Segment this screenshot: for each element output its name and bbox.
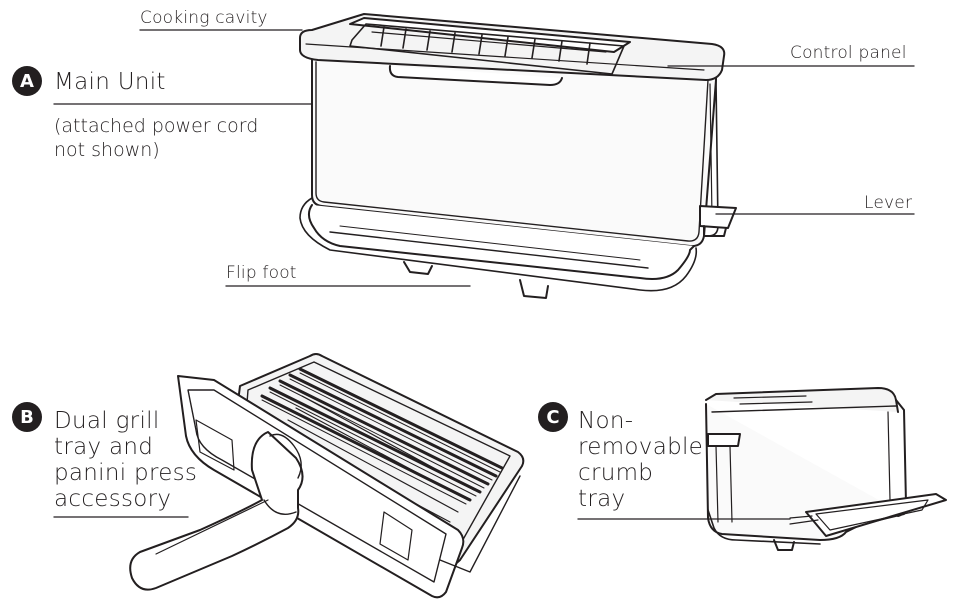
crumb-tray-label-line: removable (578, 434, 704, 460)
label-control-panel: Control panel (790, 43, 907, 63)
crumb-tray-label-line: crumb (578, 460, 654, 486)
main-unit-note-line2: not shown) (54, 139, 160, 161)
main-unit-drawing (299, 13, 737, 299)
crumb-tray-label-line: tray (578, 486, 626, 512)
crumb-tray-label: Non- removable crumb tray (578, 408, 703, 512)
badge-a: A (12, 66, 42, 96)
label-flip-foot: Flip foot (226, 263, 297, 283)
grill-tray-label-line: Dual grill (54, 408, 160, 434)
grill-tray-label: Dual grill tray and panini press accesso… (54, 408, 197, 512)
main-unit-note-line1: (attached power cord (54, 115, 259, 137)
crumb-tray-label-line: Non- (578, 408, 634, 434)
label-lever: Lever (864, 193, 913, 213)
label-cooking-cavity: Cooking cavity (140, 8, 268, 28)
grill-tray-drawing (129, 353, 525, 599)
grill-tray-label-line: panini press (54, 460, 198, 486)
grill-tray-label-line: tray and (54, 434, 154, 460)
callout-leaders (53, 29, 915, 520)
grill-tray-label-line: accessory (54, 486, 172, 512)
badge-b: B (12, 402, 42, 432)
crumb-tray-drawing (705, 387, 947, 551)
badge-c: C (538, 402, 568, 432)
main-unit-title: Main Unit (54, 69, 166, 95)
